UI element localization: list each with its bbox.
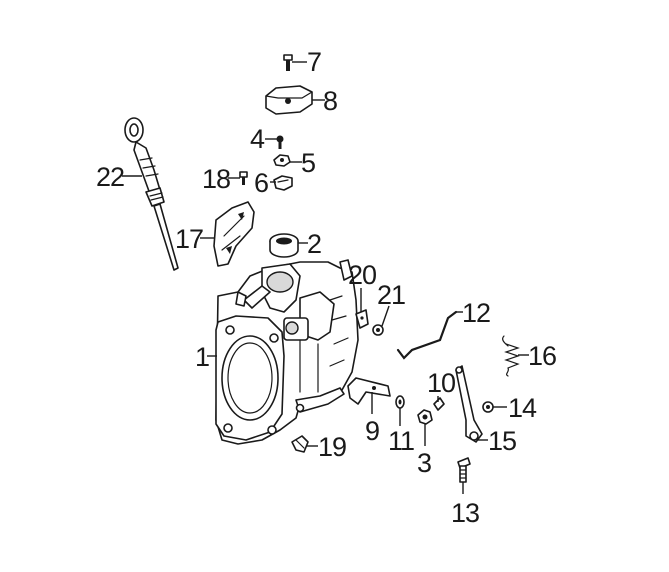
governor-rod-12-part bbox=[396, 310, 458, 360]
clamp-6-part bbox=[273, 175, 293, 191]
callout-labels: 7 8 4 5 18 6 22 17 2 20 21 12 1 16 10 14… bbox=[96, 47, 557, 528]
bolt-21-part bbox=[372, 324, 384, 336]
heat-shield-17-part bbox=[213, 201, 255, 267]
callout-2: 2 bbox=[307, 229, 321, 259]
callout-9: 9 bbox=[365, 416, 379, 446]
callout-15: 15 bbox=[488, 426, 516, 456]
callout-8: 8 bbox=[323, 86, 337, 116]
governor-arm-15-part bbox=[455, 365, 483, 443]
callout-4: 4 bbox=[250, 124, 265, 154]
callout-22: 22 bbox=[96, 162, 124, 192]
washer-11-part bbox=[395, 395, 405, 409]
callout-11: 11 bbox=[388, 426, 414, 456]
nut-3-part bbox=[417, 409, 433, 425]
valve-seal-part bbox=[269, 233, 299, 258]
spring-16-part bbox=[502, 335, 520, 377]
callout-20: 20 bbox=[348, 260, 376, 290]
callout-5: 5 bbox=[301, 148, 315, 178]
callout-17: 17 bbox=[175, 224, 203, 254]
bracket-20-part bbox=[355, 309, 369, 329]
pin-10-part bbox=[433, 397, 445, 411]
callout-12: 12 bbox=[462, 298, 490, 328]
bracket-9-part bbox=[347, 377, 391, 405]
bolt-18-part bbox=[239, 171, 248, 185]
bolt-4-part bbox=[276, 135, 284, 149]
callout-6: 6 bbox=[254, 168, 268, 198]
callout-18: 18 bbox=[202, 164, 230, 194]
leader-21 bbox=[381, 305, 390, 327]
callout-7: 7 bbox=[307, 47, 321, 77]
bolt-7-part bbox=[283, 54, 293, 71]
nut-14-part bbox=[482, 401, 494, 413]
callout-3: 3 bbox=[417, 448, 431, 478]
cylinder-head-part bbox=[215, 259, 359, 445]
callout-16: 16 bbox=[528, 341, 556, 371]
breather-plate-5-part bbox=[273, 154, 291, 167]
bolt-13-part bbox=[457, 457, 471, 483]
leader-lines bbox=[122, 61, 529, 494]
callout-1: 1 bbox=[195, 342, 209, 372]
callout-19: 19 bbox=[318, 432, 346, 462]
cover-cap-8-part bbox=[265, 85, 313, 115]
dipstick-22-part bbox=[124, 117, 179, 271]
callout-13: 13 bbox=[451, 498, 479, 528]
callout-14: 14 bbox=[508, 393, 537, 423]
callout-21: 21 bbox=[377, 280, 405, 310]
callout-10: 10 bbox=[427, 368, 455, 398]
clip-19-part bbox=[291, 435, 309, 453]
